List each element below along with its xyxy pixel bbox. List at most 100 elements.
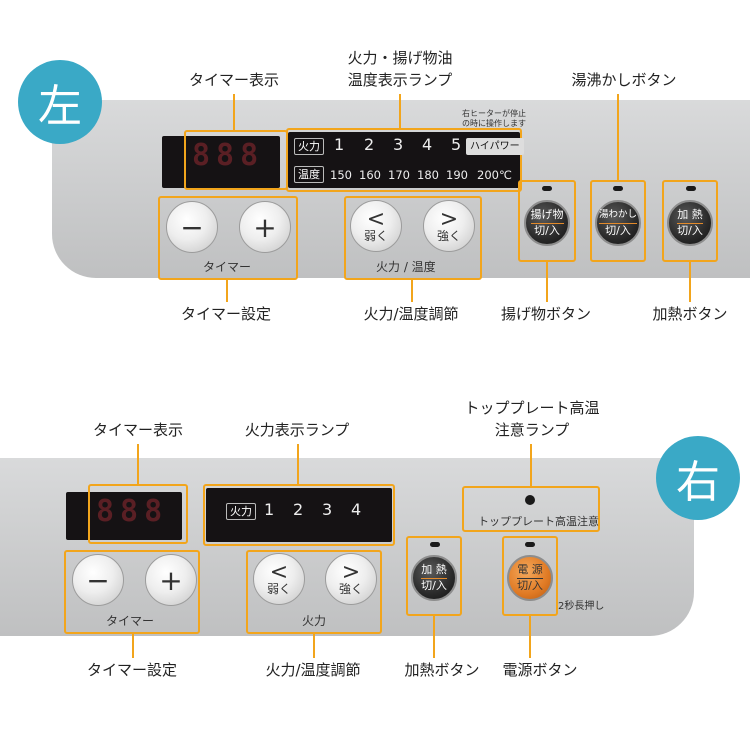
left-strong-label: 強く bbox=[436, 228, 461, 243]
right-level-2: 2 bbox=[293, 500, 304, 519]
callout-power-button: 電源ボタン bbox=[502, 661, 578, 679]
left-temp-190: 190 bbox=[446, 168, 468, 182]
left-heat-temp-outline bbox=[344, 196, 482, 280]
top-plate-label: トッププレート高温注意 bbox=[478, 515, 599, 528]
left-weak-label: 弱く bbox=[363, 228, 388, 243]
right-timer-setting-outline bbox=[64, 550, 200, 634]
left-temp-180: 180 bbox=[417, 168, 439, 182]
callout-timer-setting: タイマー設定 bbox=[180, 305, 271, 323]
left-boil-button[interactable]: 湯わかし 切/入 bbox=[595, 200, 641, 246]
right-heat-button[interactable]: 加 熱 切/入 bbox=[411, 555, 457, 601]
right-timer-label: タイマー bbox=[106, 614, 155, 628]
chevron-left-icon: < bbox=[269, 559, 289, 585]
top-plate-lamp-icon bbox=[525, 495, 535, 505]
left-fry-button[interactable]: 揚げ物 切/入 bbox=[524, 200, 570, 246]
right-heat-top: 加 熱 bbox=[421, 563, 447, 579]
left-level-1: 1 bbox=[334, 135, 345, 154]
right-heat-outline bbox=[406, 536, 462, 616]
right-strong-label: 強く bbox=[338, 581, 363, 596]
callout-right-heat-adjust: 火力/温度調節 bbox=[265, 661, 361, 679]
callout-right-heat-button: 加熱ボタン bbox=[404, 661, 480, 679]
callout-heat-temp-adjust: 火力/温度調節 bbox=[363, 305, 459, 323]
left-temp-160: 160 bbox=[359, 168, 381, 182]
left-weak-button[interactable]: < 弱く bbox=[350, 200, 402, 252]
left-level-4: 4 bbox=[422, 135, 433, 154]
right-level-1: 1 bbox=[264, 500, 275, 519]
left-heat-button[interactable]: 加 熱 切/入 bbox=[667, 200, 713, 246]
left-heat-indicator bbox=[686, 186, 696, 191]
right-heat-indicator bbox=[430, 542, 440, 547]
left-heat-temp-label: 火力 / 温度 bbox=[376, 260, 436, 274]
right-badge: 右 bbox=[656, 436, 740, 520]
left-boil-indicator bbox=[613, 186, 623, 191]
right-level-4: 4 bbox=[351, 500, 362, 519]
right-weak-button[interactable]: < 弱く bbox=[253, 553, 305, 605]
callout-right-heat-lamp: 火力表示ランプ bbox=[244, 421, 350, 439]
left-strong-button[interactable]: > 強く bbox=[423, 200, 475, 252]
left-temp-tag: 温度 bbox=[294, 166, 324, 183]
left-temp-150: 150 bbox=[330, 168, 352, 182]
left-heat-bottom: 切/入 bbox=[677, 224, 703, 237]
left-boil-top: 湯わかし bbox=[598, 208, 637, 224]
left-heat-outline bbox=[662, 180, 718, 262]
left-level-5: 5 bbox=[451, 135, 462, 154]
left-heat-top: 加 熱 bbox=[677, 208, 703, 224]
left-fry-outline bbox=[518, 180, 576, 262]
right-long-press-label: 2秒長押し bbox=[558, 601, 605, 612]
left-timer-minus-button[interactable]: − bbox=[166, 201, 218, 253]
left-temp-170: 170 bbox=[388, 168, 410, 182]
chevron-left-icon: < bbox=[366, 206, 386, 232]
left-timer-display bbox=[162, 136, 280, 188]
right-lamp-panel bbox=[206, 488, 392, 542]
left-badge: 左 bbox=[18, 60, 102, 144]
left-timer-plus-button[interactable]: + bbox=[239, 201, 291, 253]
left-fry-bottom: 切/入 bbox=[534, 224, 560, 237]
right-weak-label: 弱く bbox=[266, 581, 291, 596]
right-power-outline bbox=[502, 536, 558, 616]
right-power-button[interactable]: 電 源 切/入 bbox=[507, 555, 553, 601]
left-level-2: 2 bbox=[364, 135, 375, 154]
callout-heat-button: 加熱ボタン bbox=[652, 305, 728, 323]
left-note-line2: の時に操作します bbox=[462, 119, 526, 128]
right-timer-digits: 888 bbox=[96, 494, 169, 529]
right-timer-display bbox=[66, 492, 182, 540]
right-timer-display-outline bbox=[88, 484, 188, 544]
left-high-power-tag: ハイパワー bbox=[466, 138, 524, 155]
chevron-right-icon: > bbox=[341, 559, 361, 585]
left-fry-top: 揚げ物 bbox=[530, 208, 564, 224]
right-power-top: 電 源 bbox=[517, 563, 543, 579]
right-timer-minus-button[interactable]: − bbox=[72, 554, 124, 606]
right-heat-tag: 火力 bbox=[226, 503, 256, 520]
callout-timer-display: タイマー表示 bbox=[188, 71, 279, 89]
right-timer-plus-button[interactable]: + bbox=[145, 554, 197, 606]
callout-lamp-line2: 温度表示ランプ bbox=[347, 71, 453, 89]
right-power-bottom: 切/入 bbox=[517, 579, 543, 592]
left-lamp-outline bbox=[286, 128, 522, 192]
callout-fry-button: 揚げ物ボタン bbox=[500, 305, 591, 323]
left-temp-200: 200℃ bbox=[477, 168, 512, 182]
callout-right-timer-display: タイマー表示 bbox=[92, 421, 183, 439]
left-timer-display-outline bbox=[184, 130, 288, 190]
callout-right-timer-setting: タイマー設定 bbox=[86, 661, 177, 679]
left-boil-bottom: 切/入 bbox=[605, 224, 631, 237]
chevron-right-icon: > bbox=[439, 206, 459, 232]
right-level-3: 3 bbox=[322, 500, 333, 519]
right-heat-label: 火力 bbox=[302, 614, 327, 628]
left-timer-digits: 888 bbox=[192, 138, 265, 173]
left-fry-indicator bbox=[542, 186, 552, 191]
left-timer-label: タイマー bbox=[203, 260, 252, 274]
callout-top-plate-line1: トッププレート高温 bbox=[464, 399, 600, 417]
right-power-indicator bbox=[525, 542, 535, 547]
callout-lamp-line1: 火力・揚げ物油 bbox=[347, 49, 453, 67]
left-timer-setting-outline bbox=[158, 196, 298, 280]
right-top-plate-outline bbox=[462, 486, 600, 532]
callout-top-plate-line2: 注意ランプ bbox=[494, 421, 570, 439]
callout-boil-button: 湯沸かしボタン bbox=[571, 71, 677, 89]
right-lamp-outline bbox=[203, 484, 395, 546]
right-heat-adjust-outline bbox=[246, 550, 382, 634]
left-boil-outline bbox=[590, 180, 646, 262]
left-note-line1: 右ヒーターが停止 bbox=[462, 109, 526, 118]
right-strong-button[interactable]: > 強く bbox=[325, 553, 377, 605]
right-heat-bottom: 切/入 bbox=[421, 579, 447, 592]
left-heat-tag: 火力 bbox=[294, 138, 324, 155]
